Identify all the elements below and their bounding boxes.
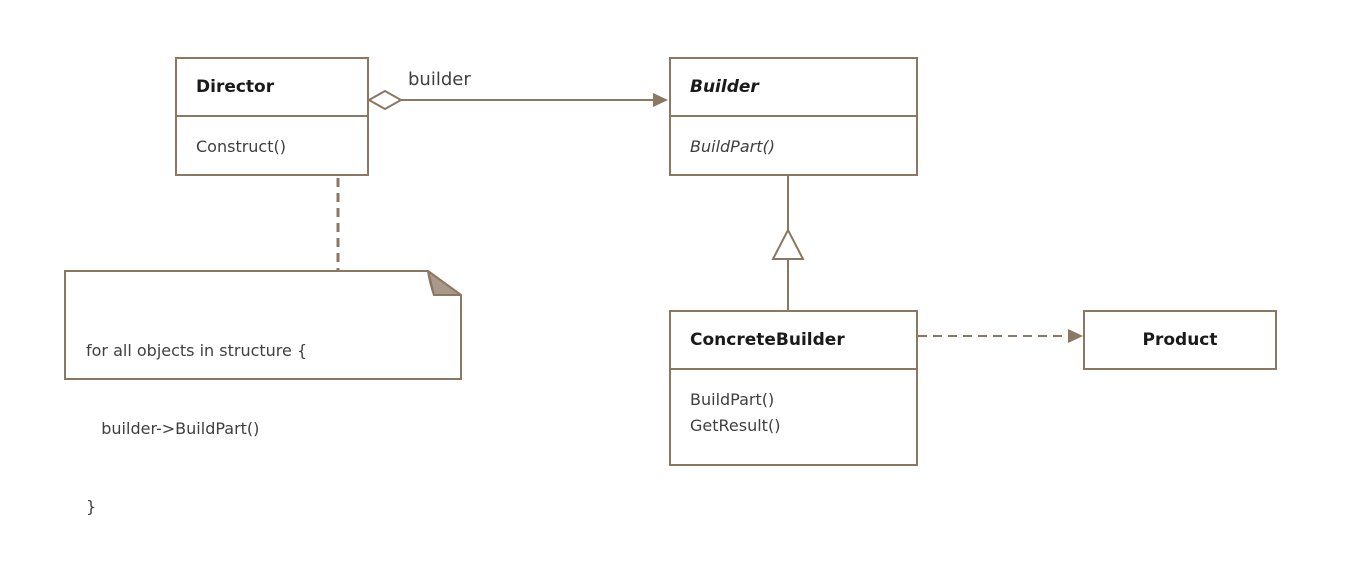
class-builder-name: Builder: [690, 77, 759, 97]
dependency-arrowhead: [1068, 329, 1083, 343]
generalization-triangle: [771, 227, 805, 260]
operation-construct: Construct(): [196, 137, 286, 156]
association-label: builder: [408, 69, 471, 90]
class-director[interactable]: Director Construct(): [175, 57, 369, 176]
class-builder[interactable]: Builder BuildPart(): [669, 57, 918, 176]
class-director-name: Director: [177, 59, 367, 117]
note-border: [64, 270, 462, 380]
operation-getresult: GetResult(): [690, 416, 781, 435]
aggregation-director-builder: [366, 89, 668, 111]
aggregation-diamond: [366, 89, 404, 111]
generalization-concretebuilder-builder: [771, 176, 805, 311]
aggregation-arrowhead: [653, 93, 668, 107]
operation-buildpart-abstract: BuildPart(): [690, 137, 775, 156]
dependency-concretebuilder-product: [918, 329, 1083, 343]
note-line-3: }: [86, 497, 97, 516]
note-fold-curve: [427, 270, 435, 296]
note-line-1: for all objects in structure {: [86, 341, 308, 360]
class-concretebuilder[interactable]: ConcreteBuilder BuildPart() GetResult(): [669, 310, 918, 466]
class-concretebuilder-name: ConcreteBuilder: [671, 312, 916, 370]
note[interactable]: for all objects in structure { builder->…: [64, 270, 462, 516]
class-builder-header: Builder: [671, 59, 916, 117]
note-line-2: builder->BuildPart(): [86, 419, 260, 438]
class-product[interactable]: Product: [1083, 310, 1277, 370]
note-text: for all objects in structure { builder->…: [86, 286, 307, 572]
class-builder-operations: BuildPart(): [671, 117, 916, 160]
class-concretebuilder-operations: BuildPart() GetResult(): [671, 370, 916, 439]
operation-buildpart: BuildPart(): [690, 390, 775, 409]
class-director-operations: Construct(): [177, 117, 367, 160]
note-shape: [64, 270, 462, 380]
class-product-name: Product: [1142, 330, 1218, 350]
